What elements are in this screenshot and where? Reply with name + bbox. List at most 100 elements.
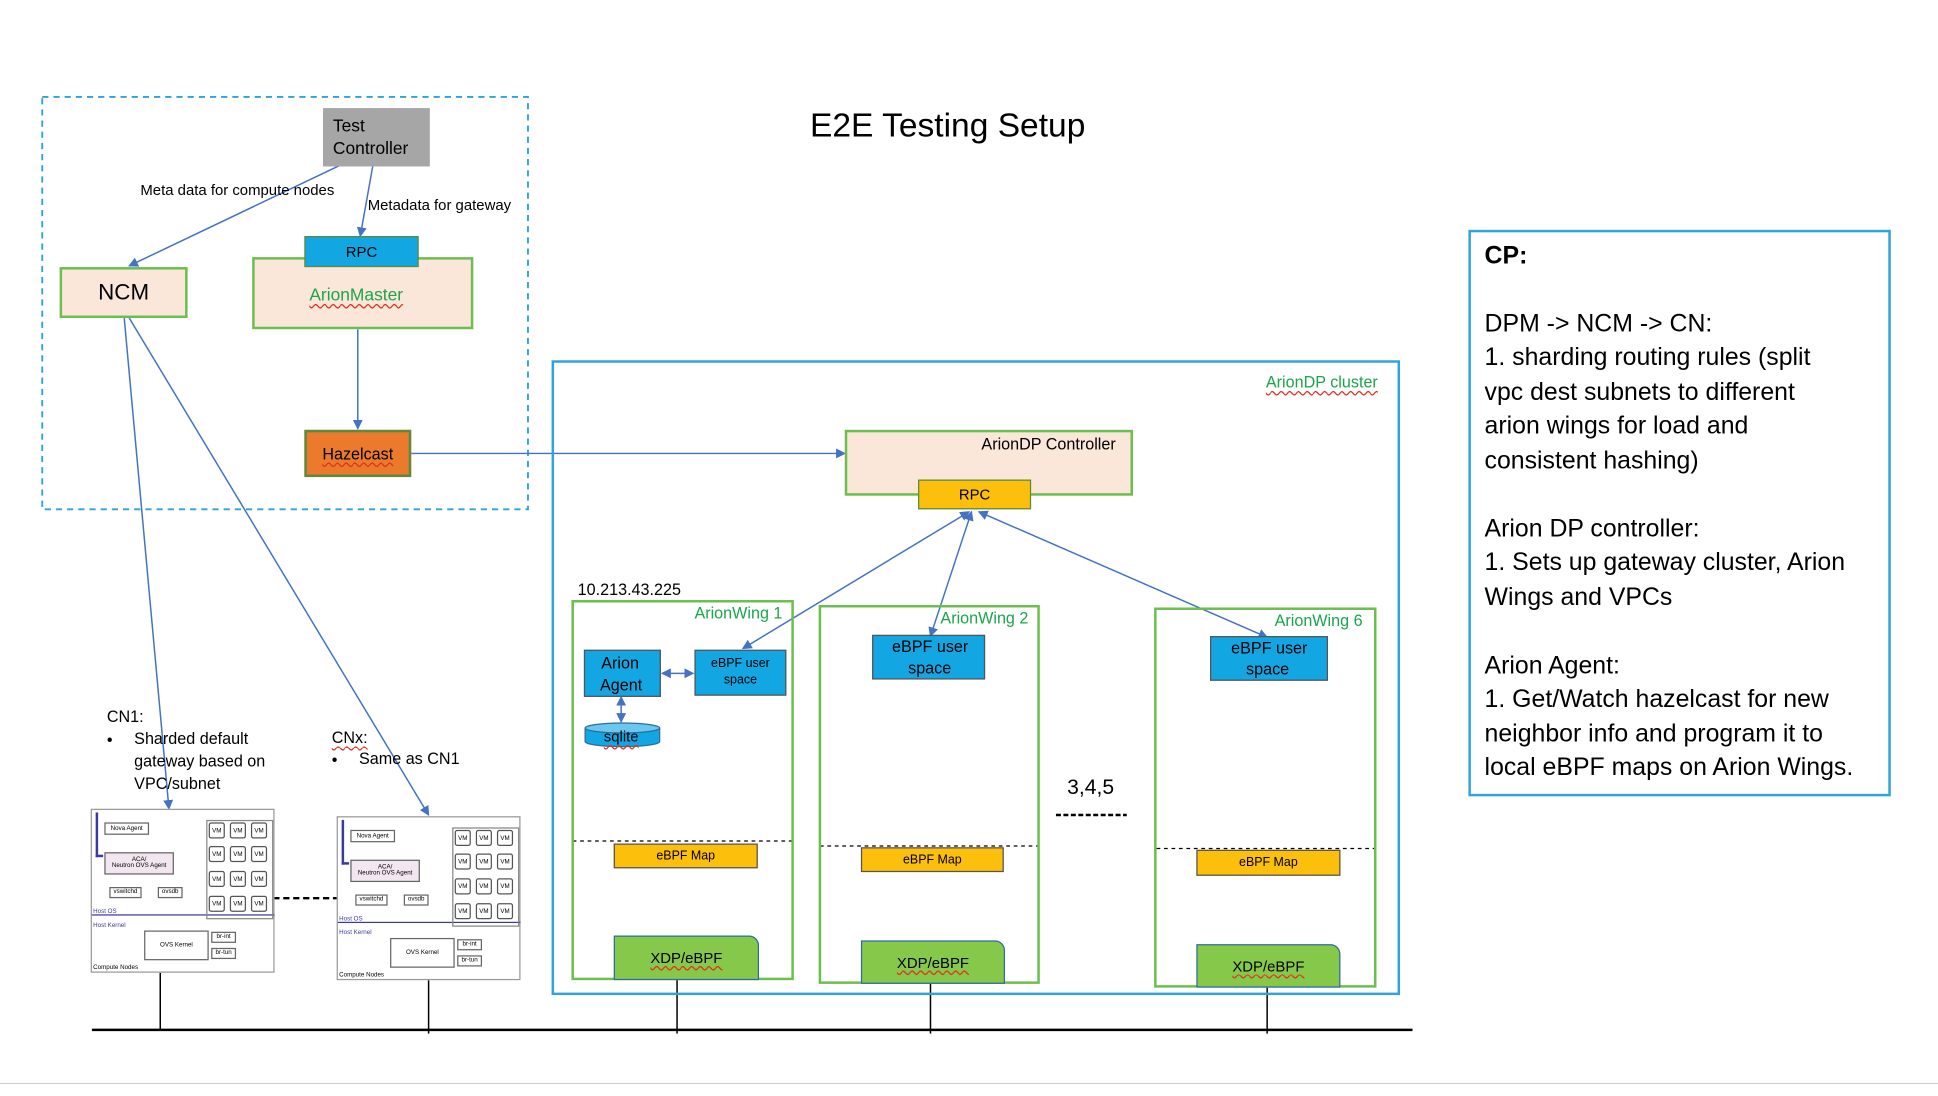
cnx-vswitchd-label: vswitchd [359, 895, 384, 904]
cn1-vm-grid [206, 819, 274, 920]
arionmaster-box [252, 257, 474, 330]
arrow-rpc-to-wing2 [928, 510, 974, 638]
sqlite-label: sqlite [603, 727, 639, 746]
cnx-acav-agent: ACA/ Neutron OVS Agent [350, 859, 420, 883]
cnx-nova-agent: Nova Agent [350, 829, 396, 843]
cn1-vm-7: VM [208, 870, 225, 888]
sqlite-db [584, 722, 661, 748]
cn1-ovs-kernel-label: OVS Kernel [160, 941, 193, 949]
cnx-vm-6: VM [496, 853, 514, 870]
cnx-ovs-kernel-label: OVS Kernel [405, 948, 439, 956]
cn1-vm-11: VM [229, 895, 246, 912]
cnx-br-tun: br-tun [457, 955, 483, 967]
cn1-bullet-1: Sharded default [134, 729, 249, 748]
test-controller-box [322, 108, 430, 167]
arrow-ncm-to-cnx [128, 317, 430, 817]
wing6-xdp: XDP/eBPF [1196, 944, 1341, 988]
cp-notes-panel: CP: DPM -> NCM -> CN: 1. sharding routin… [1468, 229, 1891, 797]
arion-agent-label-1: Arion [601, 653, 639, 673]
wing1-ebpf-user-box: eBPF user space [694, 649, 787, 696]
cnx-vm-1: VM [454, 829, 471, 847]
cp-line-12: local eBPF maps on Arion Wings. [1484, 754, 1854, 782]
wing1-ip: 10.213.43.225 [577, 580, 681, 599]
wing2-ebpf-map: eBPF Map [860, 847, 1004, 873]
arrow-rpc-to-wing6 [977, 510, 1269, 639]
cp-line-10: 1. Get/Watch hazelcast for new [1484, 685, 1829, 714]
cnx-ovsdb: ovsdb [403, 894, 429, 906]
cn1-ovs-kernel: OVS Kernel [144, 930, 209, 961]
cn1-br-int-label: br-int [216, 932, 231, 941]
rpc-label-master: RPC [345, 242, 378, 261]
wing6-ebpf-map-label: eBPF Map [1239, 855, 1298, 870]
cp-line-2: 1. sharding routing rules (split [1484, 344, 1811, 372]
cnx-bullet-dot: • [331, 750, 338, 769]
wing-gap-label: 3,4,5 [1067, 775, 1115, 799]
cnx-vm-4: VM [454, 853, 471, 870]
rpc-label-controller: RPC [958, 485, 991, 504]
cnx-acav-label-2: Neutron OVS Agent [357, 869, 413, 878]
cnx-bullet: Same as CN1 [359, 749, 460, 768]
wing6-name: ArionWing 6 [1274, 611, 1363, 630]
cnx-vm-2: VM [475, 829, 492, 847]
cn1-br-tun: br-tun [211, 947, 237, 960]
cn1-vm-6: VM [250, 846, 268, 863]
cnx-vm-9: VM [496, 878, 514, 895]
wing2-ebpf-user-label-2: space [908, 658, 952, 678]
wing6-ebpf-user-label-1: eBPF user [1231, 638, 1308, 658]
control-plane-region [41, 95, 529, 511]
cn1-vm-4: VM [208, 846, 225, 863]
cn1-acav-label-2: Neutron OVS Agent [111, 862, 167, 870]
cn1-compute-nodes-label: Compute Nodes [93, 964, 139, 972]
cnx-acav-label-1: ACA/ [377, 863, 393, 871]
wing1-xdp-label: XDP/eBPF [650, 949, 723, 967]
ncm-label: NCM [98, 279, 150, 305]
hazelcast-box: Hazelcast [304, 429, 412, 478]
wing1-ebpf-user-label: eBPF user space [711, 657, 770, 687]
ariondp-cluster [551, 360, 1401, 996]
page-bottom-rule [0, 1083, 1938, 1084]
wing6-ebpf-user-box [1210, 636, 1329, 681]
arion-agent-box [583, 649, 661, 697]
cnx-br-int: br-int [457, 939, 483, 951]
cn1-nova-agent-label: Nova Agent [110, 824, 143, 832]
cn1-acav-label-1: ACA/ [131, 855, 147, 864]
controller-label: ArionDP Controller [981, 434, 1116, 454]
wing2-ebpf-user-label-1: eBPF user [891, 637, 969, 656]
cn1-acav-agent: ACA/ Neutron OVS Agent [104, 852, 174, 875]
cnx-compute-node-diagram: Nova Agent ACA/ Neutron OVS Agent vswitc… [336, 816, 521, 981]
cp-line-9: Arion Agent: [1484, 652, 1620, 680]
cnx-vm-3: VM [496, 829, 514, 847]
cluster-label: ArionDP cluster [1265, 372, 1378, 392]
cn1-vm-10: VM [208, 895, 225, 912]
cnx-vm-grid [452, 827, 520, 927]
cn1-vswitchd: vswitchd [109, 887, 142, 899]
cnx-vm-5: VM [475, 853, 492, 870]
cnx-vm-12: VM [496, 903, 514, 920]
cn1-ovsdb: ovsdb [157, 887, 183, 899]
arrow-ncm-to-cn1 [123, 317, 174, 810]
wing1-xdp: XDP/eBPF [613, 935, 760, 981]
cn1-vm-1: VM [208, 822, 225, 839]
cn1-bullet-dot: • [106, 730, 113, 750]
cn1-vm-2: VM [229, 822, 246, 839]
ncm-box: NCM [59, 267, 188, 319]
cp-line-8: Wings and VPCs [1484, 583, 1673, 612]
wing2-xdp: XDP/eBPF [860, 940, 1006, 984]
cn1-compute-node-diagram: Nova Agent ACA/ Neutron OVS Agent vswitc… [90, 808, 275, 973]
cn1-title: CN1: [106, 706, 144, 726]
rpc-box-controller: RPC [918, 479, 1032, 510]
cp-line-5: consistent hashing) [1484, 447, 1699, 475]
cp-heading: CP: [1484, 242, 1528, 270]
cp-line-4: arion wings for load and [1484, 412, 1749, 440]
cnx-vm-7: VM [454, 878, 471, 895]
wing2-name: ArionWing 2 [940, 608, 1029, 628]
cp-line-1: DPM -> NCM -> CN: [1484, 310, 1713, 338]
cnx-ovs-kernel: OVS Kernel [390, 937, 455, 968]
cn1-br-int: br-int [211, 931, 237, 943]
page-title: E2E Testing Setup [809, 106, 1086, 145]
cnx-vm-11: VM [475, 903, 492, 920]
cnx-vm-8: VM [475, 878, 492, 895]
wing2-xdp-label: XDP/eBPF [896, 953, 970, 971]
